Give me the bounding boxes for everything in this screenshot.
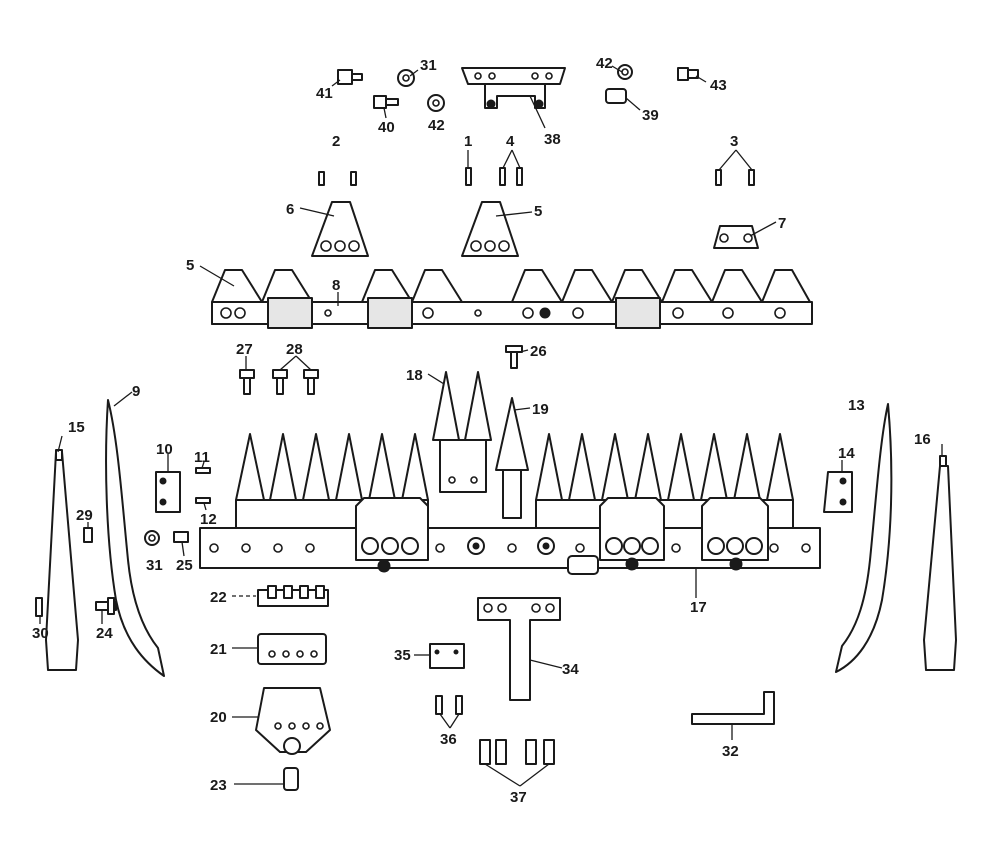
bolt-26 <box>505 345 523 369</box>
rivet-1 <box>465 167 472 186</box>
clamp-38 <box>461 67 566 109</box>
label-31-top: 31 <box>420 57 437 74</box>
label-5-top: 5 <box>534 203 542 220</box>
knife-section-6 <box>311 201 369 257</box>
guards-left <box>235 433 429 529</box>
bolts-36 <box>435 695 463 715</box>
label-42-right: 42 <box>596 55 613 72</box>
label-2: 2 <box>332 133 340 150</box>
divider-13 <box>835 403 893 673</box>
label-21: 21 <box>210 641 227 658</box>
label-43: 43 <box>710 77 727 94</box>
bolt-25 <box>173 531 189 543</box>
spacer-39 <box>605 88 627 104</box>
knife-head-34 <box>477 597 561 701</box>
label-19: 19 <box>532 401 549 418</box>
bolt-24 <box>95 597 117 615</box>
label-23: 23 <box>210 777 227 794</box>
label-10: 10 <box>156 441 173 458</box>
hold-down-left <box>355 497 429 573</box>
single-guard-19 <box>495 397 529 519</box>
bolt-41 <box>337 69 363 85</box>
hold-down-mid <box>599 497 665 571</box>
label-9: 9 <box>132 383 140 400</box>
knife-bar-8 <box>211 269 813 329</box>
hold-down-right <box>701 497 769 571</box>
label-1: 1 <box>464 133 472 150</box>
label-15: 15 <box>68 419 85 436</box>
label-40: 40 <box>378 119 395 136</box>
bolts-27-28 <box>239 369 319 395</box>
bolts-37 <box>479 739 555 765</box>
label-4: 4 <box>506 133 515 150</box>
label-8: 8 <box>332 277 340 294</box>
label-38: 38 <box>544 131 561 148</box>
label-30: 30 <box>32 625 49 642</box>
label-13: 13 <box>848 397 865 414</box>
label-35: 35 <box>394 647 411 664</box>
clip-7 <box>713 225 759 249</box>
label-42-left: 42 <box>428 117 445 134</box>
nut-42-left <box>427 94 445 112</box>
label-24: 24 <box>96 625 113 642</box>
bracket-10 <box>155 471 181 513</box>
label-11: 11 <box>194 449 210 466</box>
clip-22 <box>257 585 329 607</box>
label-37: 37 <box>510 789 527 806</box>
leader-lines <box>39 65 943 787</box>
bolt-43 <box>677 67 699 81</box>
label-25: 25 <box>176 557 193 574</box>
nut-42-right <box>617 64 633 80</box>
washer-31-top <box>397 69 415 87</box>
label-14: 14 <box>838 445 855 462</box>
label-31-left: 31 <box>146 557 163 574</box>
label-22: 22 <box>210 589 227 606</box>
rivets-2 <box>318 171 357 186</box>
label-3: 3 <box>730 133 738 150</box>
label-36: 36 <box>440 731 457 748</box>
label-17: 17 <box>690 599 707 616</box>
rivets-4 <box>499 167 523 186</box>
label-34: 34 <box>562 661 579 678</box>
divider-9 <box>105 399 165 677</box>
knife-section-5 <box>461 201 519 257</box>
bracket-14 <box>823 471 853 513</box>
label-7: 7 <box>778 215 786 232</box>
rivets-3 <box>715 169 755 186</box>
plate-21 <box>257 633 327 665</box>
label-18: 18 <box>406 367 423 384</box>
label-12: 12 <box>200 511 217 528</box>
label-29: 29 <box>76 507 93 524</box>
part-labels: 41 31 40 42 38 42 43 39 2 1 4 3 6 5 7 5 … <box>32 55 931 806</box>
label-39: 39 <box>642 107 659 124</box>
label-26: 26 <box>530 343 547 360</box>
double-guard-18 <box>432 371 492 493</box>
bolt-23 <box>283 767 299 791</box>
label-32: 32 <box>722 743 739 760</box>
label-16: 16 <box>914 431 931 448</box>
bolt-30 <box>35 597 43 617</box>
pin-29 <box>83 527 93 543</box>
bolt-40 <box>373 95 399 109</box>
shoe-16 <box>923 455 957 671</box>
hex-key-32 <box>691 691 775 725</box>
label-27: 27 <box>236 341 253 358</box>
label-5-left: 5 <box>186 257 194 274</box>
washer-31 <box>144 530 160 546</box>
label-20: 20 <box>210 709 227 726</box>
bolts-11-12 <box>195 467 211 504</box>
label-28: 28 <box>286 341 303 358</box>
label-41: 41 <box>316 85 333 102</box>
shoe-15 <box>45 449 79 671</box>
plate-35 <box>429 643 465 669</box>
plate-20 <box>255 687 331 755</box>
label-6: 6 <box>286 201 294 218</box>
